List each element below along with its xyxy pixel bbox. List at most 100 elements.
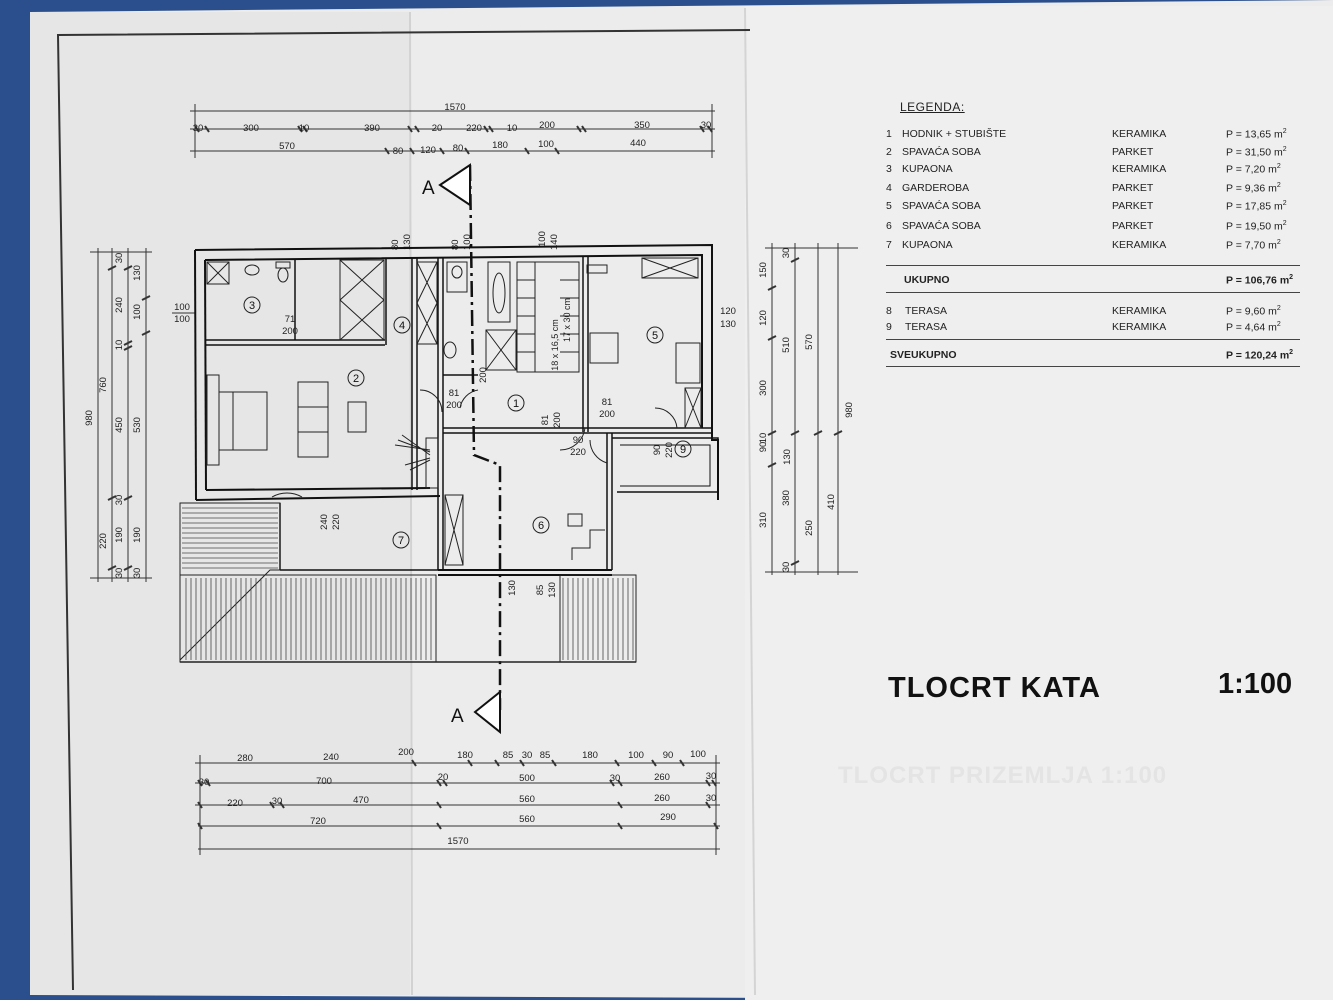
svg-text:4: 4: [399, 320, 405, 332]
dim-label: 100: [462, 234, 473, 250]
room-number-1: 1: [507, 394, 525, 412]
dim-label: 130: [782, 449, 793, 465]
bottom-dimension-labels: 280 240 200 180 85 30 85 180 100 90 100 …: [199, 747, 717, 847]
dim-label: 30: [114, 253, 125, 264]
dim-label: 280: [237, 753, 253, 764]
dim-label: 130: [132, 265, 143, 281]
dim-label: 100: [538, 139, 554, 150]
room-area: P = 4,64 m2: [1226, 321, 1281, 334]
room-area: P = 9,36 m2: [1226, 182, 1281, 195]
dim-label: 30: [781, 562, 792, 573]
dim-label: 290: [660, 812, 676, 823]
dim-label: 100: [174, 314, 190, 325]
svg-text:3: 3: [249, 300, 255, 312]
dim-label: 80: [450, 239, 461, 250]
dim-label: 200: [398, 747, 414, 758]
dim-label: 980: [84, 410, 95, 426]
total-area: P = 106,76 m2: [1226, 274, 1294, 287]
room-name: GARDEROBA: [902, 182, 970, 194]
dim-label: 300: [758, 380, 769, 396]
total-label: UKUPNO: [904, 274, 950, 286]
section-marker-top: A: [422, 163, 471, 207]
room-number-3: 3: [243, 296, 261, 314]
dim-label: 100: [690, 749, 706, 760]
dim-label: 130: [507, 580, 518, 596]
dim-label: 1570: [444, 102, 465, 113]
svg-text:7: 7: [398, 535, 404, 547]
dim-label: 10: [507, 123, 518, 134]
room-material: PARKET: [1112, 146, 1154, 158]
dim-label: 560: [519, 794, 535, 805]
dim-label: 20: [432, 123, 443, 134]
dim-label: 100: [174, 302, 190, 313]
dim-label: 100: [537, 231, 548, 247]
room-name: SPAVAĆA SOBA: [902, 200, 981, 212]
dim-label: 20: [438, 772, 449, 783]
svg-text:1: 1: [513, 398, 519, 410]
left-dimension-labels: 980 760 220 30 240 10 450 30 190 30 130 …: [84, 253, 190, 579]
room-num: 1: [886, 128, 892, 140]
legend-grand-total-row: SVEUKUPNO P = 120,24 m2: [886, 349, 1306, 363]
dim-label: 85: [503, 750, 514, 761]
dim-label: 200: [539, 120, 555, 131]
dim-label: 30: [114, 568, 125, 579]
left-dimensions: [90, 248, 152, 582]
top-dimensions: [190, 104, 715, 158]
room-num: 4: [886, 182, 892, 194]
bottom-dimensions: [195, 755, 720, 855]
room-num: 2: [886, 146, 892, 158]
room-number-6: 6: [532, 516, 550, 534]
dim-label: 300: [243, 123, 259, 134]
paper-fold-right: [745, 6, 1333, 1000]
top-dimension-labels: 1570 30 300 10 390 20 220 10 200 350 30 …: [193, 102, 712, 157]
room-number-7: 7: [392, 531, 410, 549]
right-dimension-labels: 150 120 300 90 130 310 30 510 10 380 250…: [758, 248, 855, 573]
dim-label: 10: [299, 123, 310, 134]
deck-hatch: [182, 507, 634, 660]
dim-label: 81: [540, 415, 551, 426]
section-marker-bottom: A: [451, 689, 501, 735]
room-num: 3: [886, 163, 892, 175]
room-number-5: 5: [646, 326, 664, 344]
fold-line: [744, 7, 756, 996]
dim-label: 71: [285, 314, 296, 325]
room-material: KERAMIKA: [1112, 239, 1167, 251]
dim-label: 500: [519, 773, 535, 784]
dim-label: 260: [654, 793, 670, 804]
dim-label: 260: [654, 772, 670, 783]
dim-label: 90: [758, 442, 769, 453]
room-num: 6: [886, 220, 892, 232]
dim-label: 180: [582, 750, 598, 761]
room-num: 5: [886, 200, 892, 212]
dim-label: 85: [540, 750, 551, 761]
dim-label: 130: [720, 319, 736, 330]
dim-label: 180: [492, 140, 508, 151]
dim-label: 85: [535, 585, 546, 596]
tick-marks: [194, 125, 713, 155]
dim-label: 700: [316, 776, 332, 787]
dim-label: 530: [132, 417, 143, 433]
dim-label: 30: [272, 796, 283, 807]
dim-label: 190: [132, 527, 143, 543]
legend-row: 3 KUPAONA KERAMIKA P = 7,20 m2: [886, 163, 1306, 177]
legend-divider: [886, 265, 1300, 266]
interior-dimension-labels: 71 200 81 200 81 200 81 200 90 220 90 22…: [282, 298, 736, 598]
svg-text:9: 9: [680, 444, 686, 456]
room-name: HODNIK + STUBIŠTE: [902, 128, 1007, 140]
dim-label: 30: [706, 793, 717, 804]
dim-label: 100: [132, 304, 143, 320]
dim-label: 10: [758, 433, 769, 444]
partition-dimension-labels: 80 130 80 100 100 140: [390, 231, 560, 250]
room-material: KERAMIKA: [1112, 305, 1167, 317]
legend-row: 5 SPAVAĆA SOBA PARKET P = 17,85 m2: [886, 200, 1306, 214]
legend-divider: [886, 366, 1300, 367]
legend-divider: [886, 292, 1300, 293]
dim-label: 150: [758, 262, 769, 278]
room-numbers: 1 2 3 4 5 6 7 9: [243, 296, 692, 549]
dim-label: 240: [319, 514, 330, 530]
dim-label: 30: [610, 773, 621, 784]
legend-total-row: UKUPNO P = 106,76 m2: [886, 274, 1306, 288]
dim-label: 30: [193, 123, 204, 134]
room-material: KERAMIKA: [1112, 163, 1167, 175]
dim-label: 80: [453, 143, 464, 154]
